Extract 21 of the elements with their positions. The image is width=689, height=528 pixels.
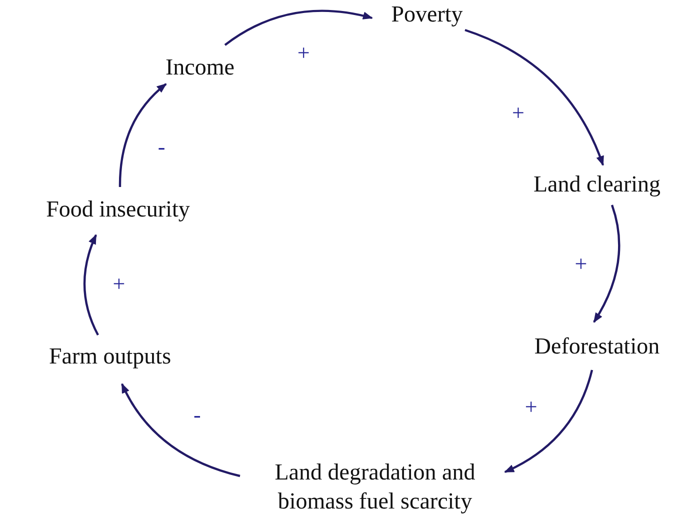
variable-label: Poverty [391, 0, 463, 30]
variable-label: Food insecurity [46, 196, 190, 224]
polarity-sign: + [524, 394, 538, 420]
polarity-sign: + [297, 40, 310, 66]
arrow [83, 234, 99, 336]
polarity-sign: + [512, 100, 524, 126]
arrow [593, 204, 620, 323]
polarity-sign: - [158, 134, 166, 160]
polarity-sign: + [574, 251, 588, 278]
arrow [118, 83, 167, 188]
polarity-sign: - [194, 402, 201, 428]
arrow [121, 383, 240, 478]
variable-label: Farm outputs [48, 342, 172, 372]
arrow [224, 10, 373, 46]
variable-label: Land clearing [533, 170, 661, 200]
variable-label: Income [166, 54, 234, 82]
variable-label: Land degradation and biomass fuel scarcity [260, 458, 490, 516]
arrow [464, 28, 604, 166]
polarity-sign: + [112, 270, 126, 297]
variable-label: Deforestation [534, 332, 660, 362]
arrow [504, 370, 594, 473]
